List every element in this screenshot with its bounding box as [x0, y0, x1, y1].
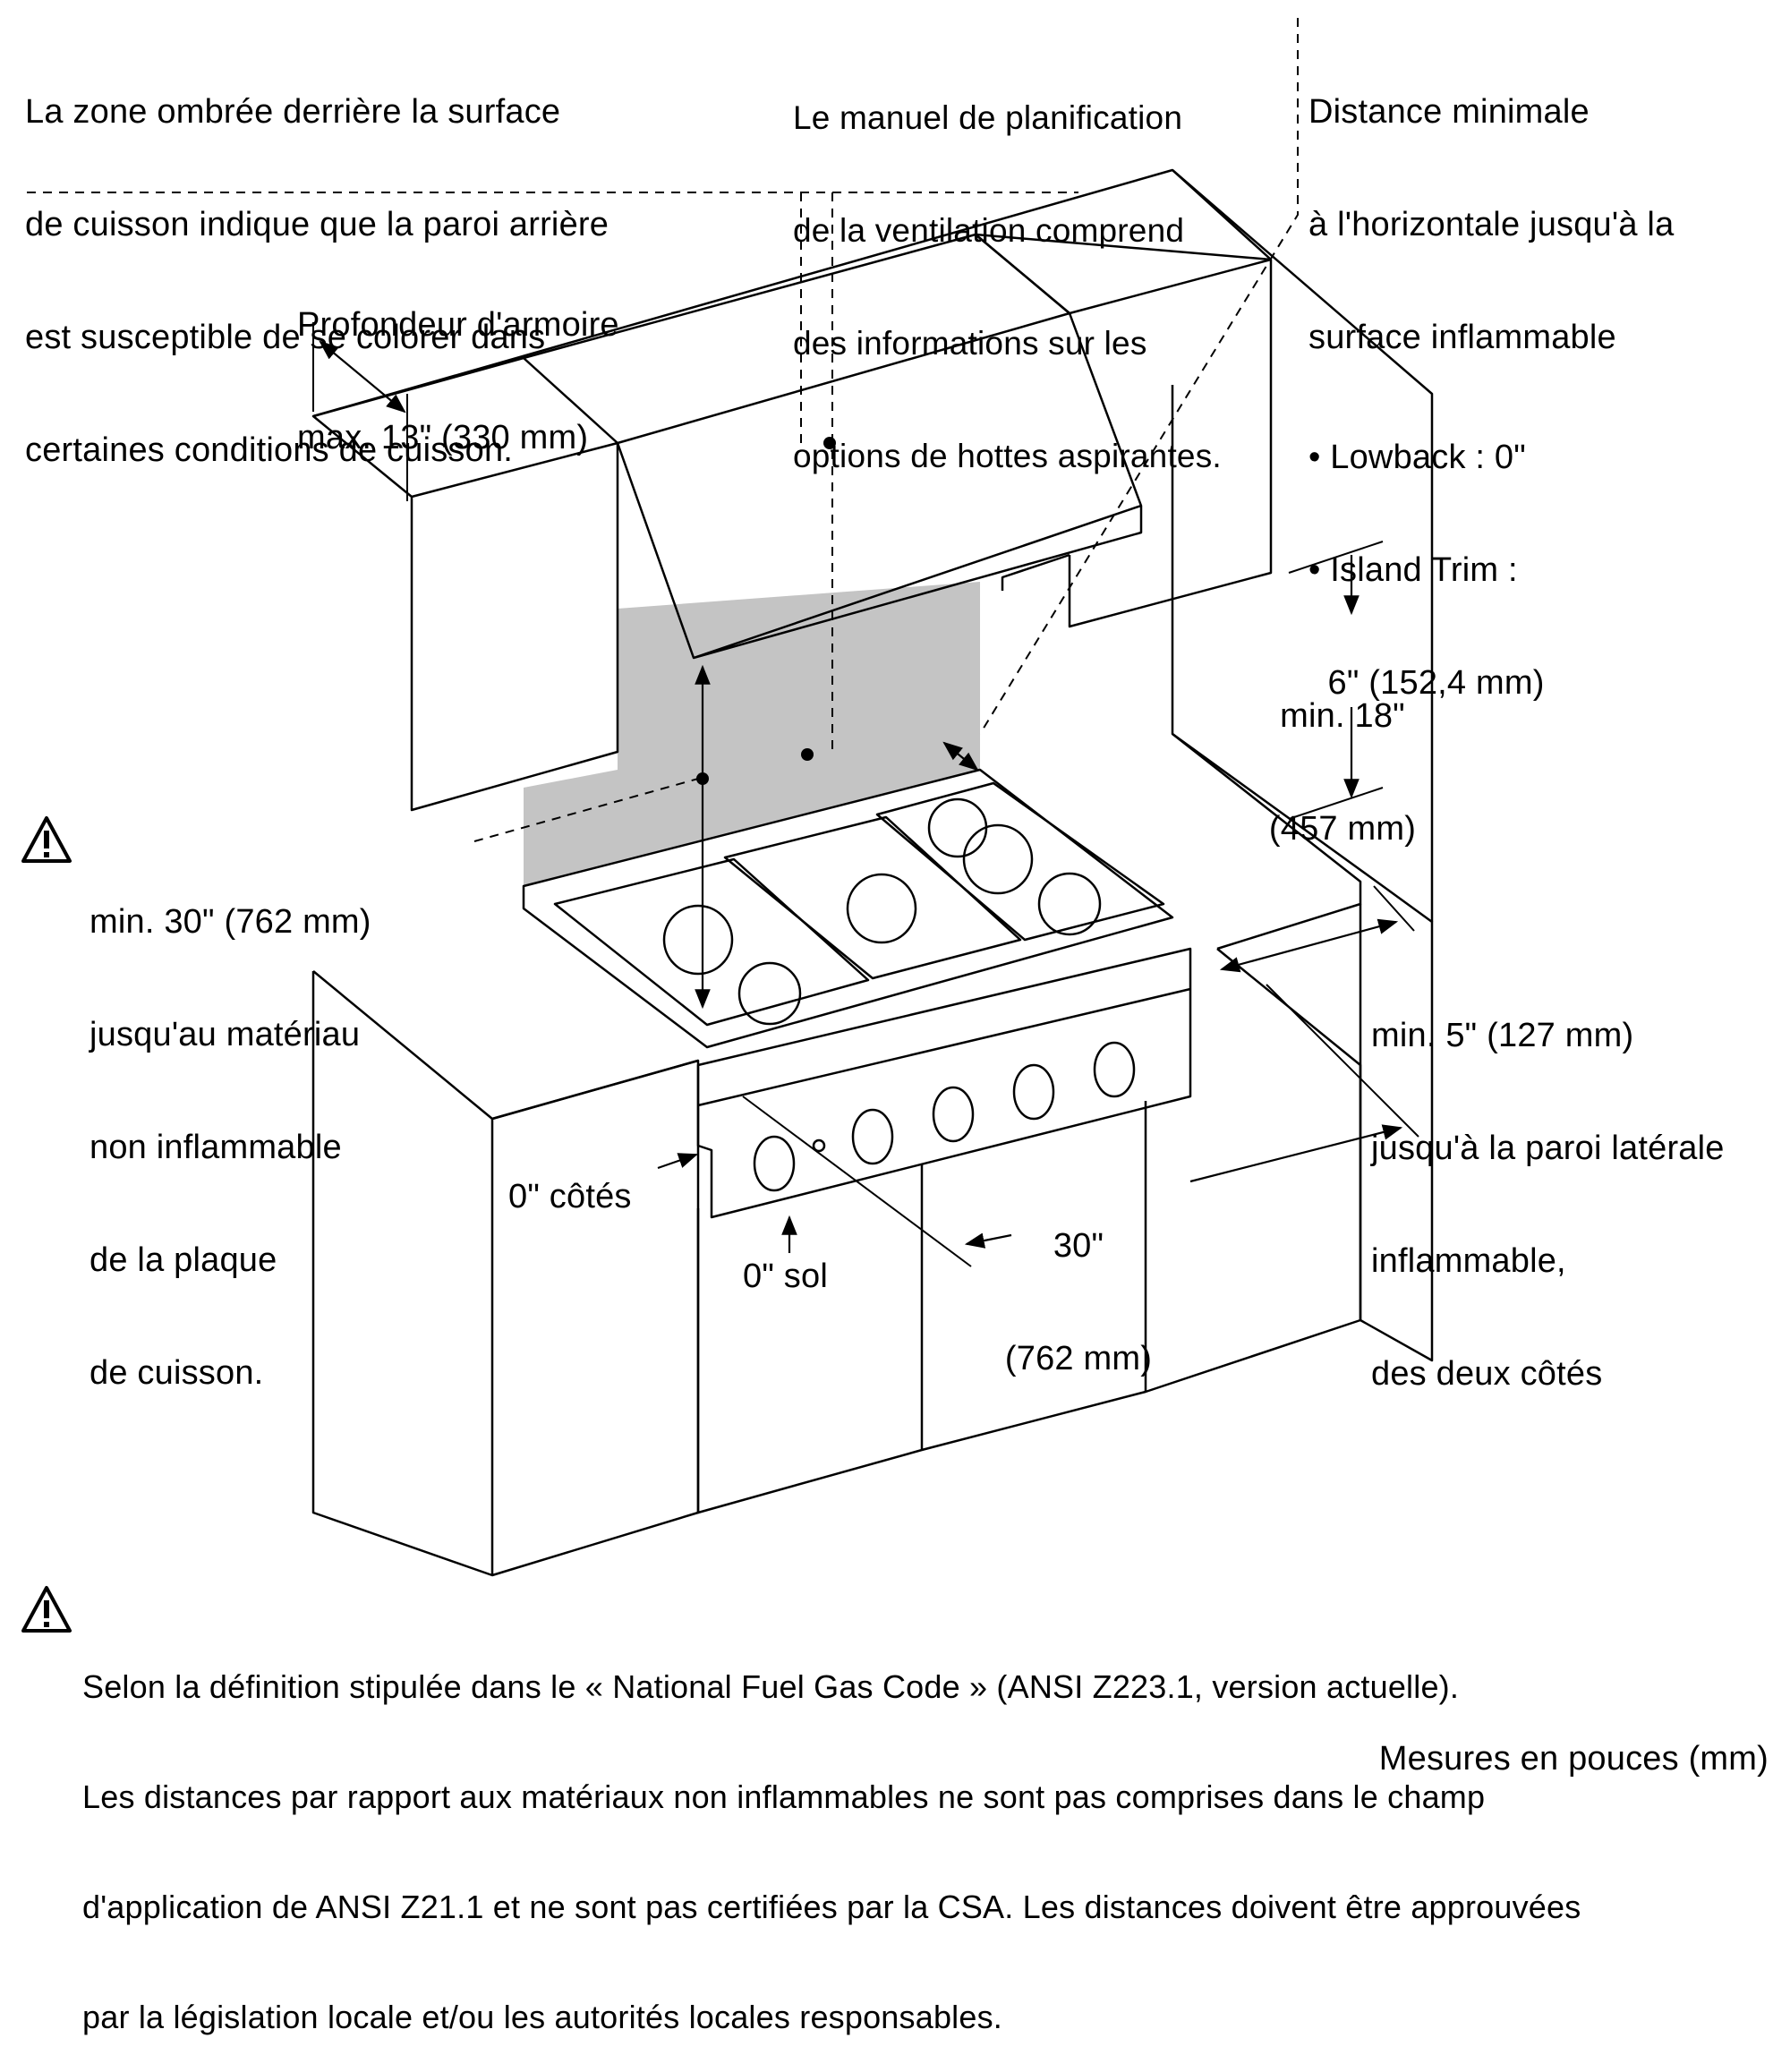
countertop-front-edge: [491, 1059, 699, 1121]
horizontal-distance-callout: Distance minimale à l'horizontale jusqu'…: [1308, 93, 1675, 702]
footnote: Selon la définition stipulée dans le « N…: [82, 1668, 1581, 2035]
burner-left: [662, 904, 734, 976]
hood-wall-top: [312, 168, 1272, 418]
right-wall-top: [1172, 169, 1434, 922]
min-5-arrow: [1219, 918, 1399, 973]
hood-underside: [1001, 553, 1070, 591]
callout-dot-shaded: [801, 748, 814, 761]
diagonal-clearance-arrow: [942, 741, 979, 772]
zero-sides-label: 0" côtés: [508, 1178, 632, 1215]
burner-left-front: [737, 961, 802, 1026]
shaded-backwall-zone: [524, 582, 980, 886]
shaded-zone-callout: La zone ombrée derrière la surface de cu…: [25, 93, 609, 469]
burner-grate-left: [553, 857, 870, 1027]
width-30-diagonal: [742, 1096, 972, 1267]
knob-5: [1093, 1041, 1136, 1098]
countertop: [311, 733, 1362, 1577]
range-hood: [523, 233, 1143, 660]
knob-4: [1012, 1063, 1055, 1121]
min-30-label: min. 30" (762 mm) jusqu'au matériau non …: [90, 903, 371, 1392]
min-18-label: min. 18" (457 mm): [1268, 697, 1417, 848]
width-30-extension: [1266, 984, 1419, 1138]
warning-triangle-icon: [21, 816, 72, 863]
cooktop-body: [522, 768, 1174, 1049]
min-18-extension-bottom: [1288, 787, 1384, 820]
width-30-arrow-right: [1189, 1124, 1403, 1183]
cabinet-depth-label: Profondeur d'armoire max. 13" (330 mm): [297, 306, 619, 456]
counter-right-edge: [1216, 948, 1362, 1320]
burner-right-front: [1037, 872, 1102, 936]
burner-middle: [846, 873, 917, 944]
indicator-light: [812, 1138, 826, 1153]
right-upper-cabinet: [975, 233, 1273, 628]
burner-grate-right: [875, 781, 1165, 942]
ventilation-manual-callout: Le manuel de planification de la ventila…: [793, 99, 1222, 474]
zero-sides-arrow: [657, 1153, 699, 1170]
cabinet-depth-arrow: [319, 340, 406, 414]
burner-grate-middle: [723, 815, 1022, 980]
knob-2: [851, 1108, 894, 1165]
min-5-label: min. 5" (127 mm) jusqu'à la paroi latéra…: [1371, 1017, 1725, 1393]
cooktop-front-panel: [696, 947, 1192, 1219]
dashed-hood-projection: [473, 778, 699, 842]
knob-3: [932, 1086, 975, 1143]
width-30-arrow-left: [964, 1232, 1012, 1249]
width-30-label: 30" (762 mm): [1004, 1227, 1153, 1377]
callout-dot-hood: [823, 437, 836, 449]
burner-right-back: [927, 797, 988, 858]
installation-diagram: La zone ombrée derrière la surface de cu…: [21, 18, 1769, 2035]
cooktop-installation-drawing: [27, 18, 1434, 1577]
lower-cabinet-doors: [696, 1101, 1361, 1514]
warning-triangle-icon: [21, 1586, 72, 1633]
min-5-extension: [1373, 885, 1415, 932]
dashed-distance-vertical: [979, 18, 1299, 735]
units-note: Mesures en pouces (mm): [1378, 1740, 1769, 1778]
zero-floor-label: 0" sol: [743, 1258, 828, 1295]
min-18-extension-top: [1288, 541, 1384, 574]
burner-right: [962, 823, 1034, 895]
knob-1: [753, 1135, 796, 1192]
